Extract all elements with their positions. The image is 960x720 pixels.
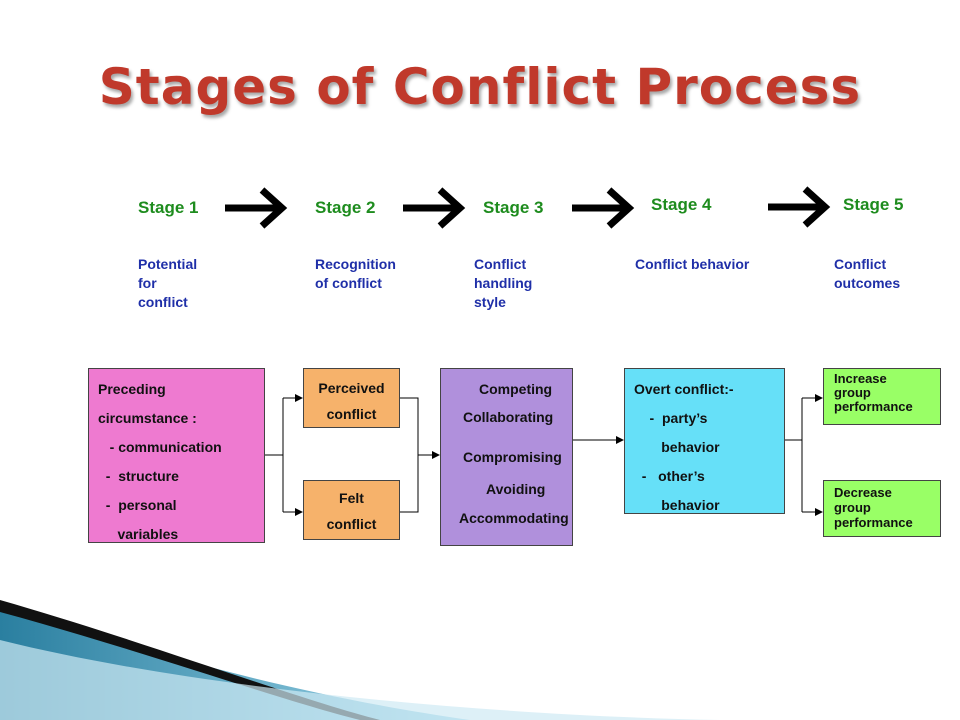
preceding-circumstance-box: Preceding circumstance : - communication… — [88, 368, 265, 543]
arrow-icon — [572, 187, 635, 229]
felt-conflict-box: Felt conflict — [303, 480, 400, 540]
stage-4-label: Stage 4 — [651, 195, 712, 214]
increase-performance-box: Increase group performance — [823, 368, 941, 425]
overt-conflict-box: Overt conflict:- - party’s behavior - ot… — [624, 368, 785, 514]
stage-3-label: Stage 3 — [483, 198, 544, 217]
arrow-icon — [403, 187, 466, 229]
stage-5-label: Stage 5 — [843, 195, 904, 214]
stage-1-desc: Potential for conflict — [138, 256, 198, 310]
perceived-conflict-box: Perceived conflict — [303, 368, 400, 428]
stage-2-label: Stage 2 — [315, 198, 376, 217]
stage-5-desc: Conflict outcomes — [834, 256, 901, 291]
stage-2-desc: Recognition of conflict — [315, 256, 396, 291]
stage-4-desc: Conflict behavior — [635, 256, 750, 272]
handling-styles-box: Competing Collaborating Compromising Avo… — [440, 368, 573, 546]
arrow-icon — [225, 187, 288, 229]
decrease-performance-box: Decrease group performance — [823, 480, 941, 537]
page-title: Stages of Conflict Process — [98, 58, 862, 116]
stage-1-label: Stage 1 — [138, 198, 199, 217]
stage-3-desc: Conflict handling style — [474, 256, 533, 310]
arrow-icon — [768, 186, 831, 228]
